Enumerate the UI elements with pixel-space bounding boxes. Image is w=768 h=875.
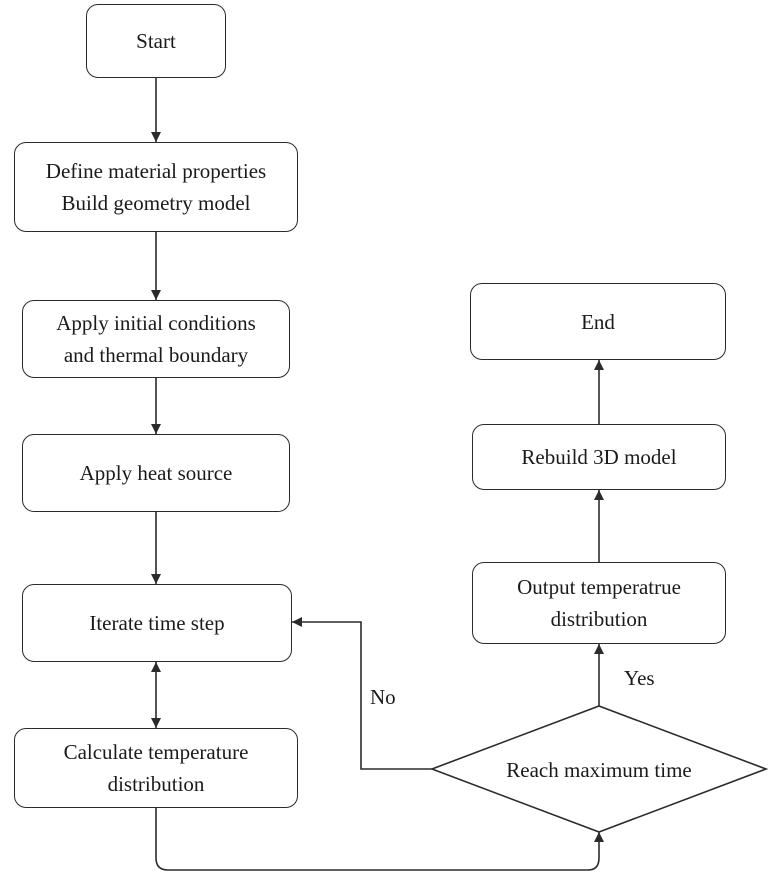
initial-conditions-line-1: Apply initial conditions	[56, 311, 256, 335]
calculate-node: Calculate temperature distribution	[14, 728, 298, 808]
output-node: Output temperatrue distribution	[472, 562, 726, 644]
no-edge-label: No	[370, 685, 396, 709]
output-line-1: Output temperatrue	[517, 575, 681, 599]
iterate-node: Iterate time step	[22, 584, 292, 662]
output-line-2: distribution	[550, 607, 648, 631]
end-label: End	[581, 309, 615, 334]
start-node-label: Start	[136, 29, 176, 53]
initial-conditions-node: Apply initial conditions and thermal bou…	[22, 300, 290, 378]
end-node: End	[470, 283, 726, 360]
heat-source-node: Apply heat source	[22, 434, 290, 512]
rebuild-node: Rebuild 3D model	[472, 424, 726, 490]
rebuild-label: Rebuild 3D model	[521, 445, 677, 469]
define-node-line-1: Define material properties	[45, 159, 267, 183]
initial-conditions-line-2: and thermal boundary	[63, 343, 249, 367]
calculate-line-2: distribution	[107, 772, 205, 796]
arrow-decision-no-to-iterate	[292, 617, 432, 770]
heat-source-label: Apply heat source	[79, 461, 233, 485]
define-node: Define material properties Build geometr…	[14, 142, 298, 232]
calculate-line-1: Calculate temperature	[63, 740, 249, 764]
decision-label: Reach maximum time	[506, 758, 692, 782]
iterate-label: Iterate time step	[89, 611, 225, 635]
yes-edge-label: Yes	[624, 666, 655, 690]
start-node: Start	[86, 4, 226, 78]
decision-diamond	[429, 705, 768, 833]
arrow-calculate-to-decision	[155, 808, 604, 871]
define-node-line-2: Build geometry model	[61, 191, 251, 215]
